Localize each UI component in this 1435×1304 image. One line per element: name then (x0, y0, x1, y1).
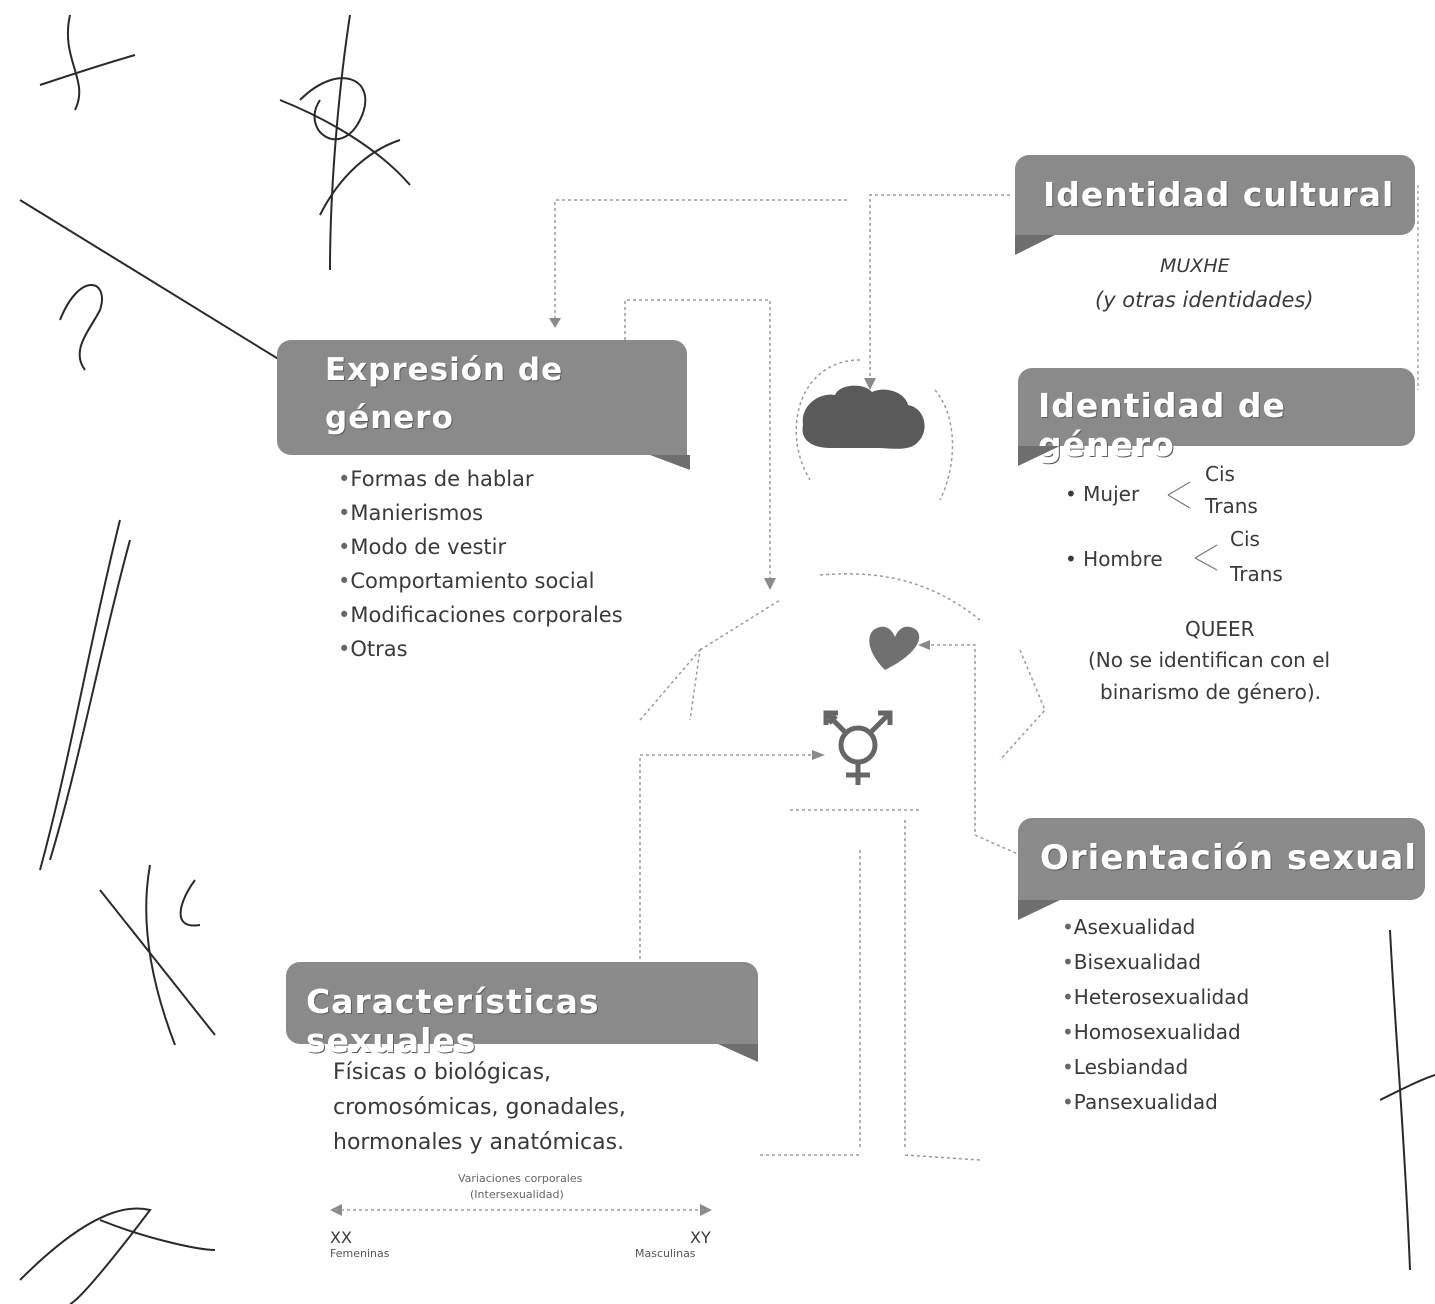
identidad-genero-banner: Identidad de género (1018, 368, 1415, 464)
connector-top-left (554, 199, 850, 325)
list-item: Otras (338, 632, 623, 666)
mujer-label: • Mujer (1065, 482, 1140, 506)
xx-label: XX (330, 1228, 352, 1247)
caracteristicas-banner: Características sexuales (286, 962, 758, 1060)
caracteristicas-title: Características sexuales (306, 982, 600, 1060)
connector-orientacion-heart (925, 644, 1021, 856)
variaciones-line2: (Intersexualidad) (470, 1188, 564, 1201)
transgender-symbol-icon (823, 710, 893, 785)
identidad-genero-title: Identidad de género (1038, 386, 1286, 464)
queer-desc-line2: binarismo de género). (1100, 680, 1321, 704)
identidad-cultural-banner: Identidad cultural (1015, 155, 1415, 235)
connector-cultural-head (869, 194, 1010, 385)
xy-label: XY (690, 1228, 711, 1247)
hombre-trans: Trans (1230, 562, 1283, 586)
caracteristicas-desc-line2: cromosómicas, gonadales, (333, 1095, 626, 1120)
list-item: Formas de hablar (338, 462, 623, 496)
identidad-cultural-line1: MUXHE (1160, 255, 1230, 277)
variaciones-line1: Variaciones corporales (458, 1172, 583, 1185)
list-item: Lesbiandad (1062, 1050, 1249, 1085)
brain-icon (802, 385, 925, 449)
list-item: Modo de vestir (338, 530, 623, 564)
mujer-cis: Cis (1205, 462, 1235, 486)
list-item: Modificaciones corporales (338, 598, 622, 632)
orientacion-list: Asexualidad Bisexualidad Heterosexualida… (1062, 910, 1249, 1120)
mujer-trans: Trans (1205, 494, 1258, 518)
masculinas-label: Masculinas (635, 1247, 696, 1260)
queer-desc-line1: (No se identifican con el (1088, 648, 1331, 672)
identidad-cultural-title: Identidad cultural (1043, 175, 1395, 214)
connector-caracteristicas-body (639, 754, 815, 965)
expresion-list: Formas de hablar Manierismos Modo de ves… (338, 462, 623, 666)
orientacion-title: Orientación sexual (1040, 838, 1418, 878)
femeninas-label: Femeninas (330, 1247, 390, 1260)
caracteristicas-desc-line1: Físicas o biológicas, (333, 1060, 552, 1085)
queer-label: QUEER (1185, 617, 1255, 641)
hombre-cis: Cis (1230, 527, 1260, 551)
expresion-title-line2: género (325, 400, 454, 436)
heart-icon (869, 626, 920, 670)
hombre-label: • Hombre (1065, 547, 1163, 571)
list-item: Asexualidad (1062, 910, 1249, 945)
expresion-title-line1: Expresión de (325, 352, 564, 388)
list-item: Comportamiento social (338, 564, 623, 598)
expresion-banner: Expresión de género (277, 340, 687, 455)
orientacion-banner: Orientación sexual (1018, 818, 1425, 900)
list-item: Manierismos (338, 496, 623, 530)
list-item: Pansexualidad (1062, 1085, 1249, 1120)
list-item: Homosexualidad (1062, 1015, 1249, 1050)
list-item: Bisexualidad (1062, 945, 1249, 980)
list-item: Heterosexualidad (1062, 980, 1249, 1015)
identidad-cultural-line2: (y otras identidades) (1095, 288, 1314, 312)
caracteristicas-desc-line3: hormonales y anatómicas. (333, 1130, 625, 1155)
